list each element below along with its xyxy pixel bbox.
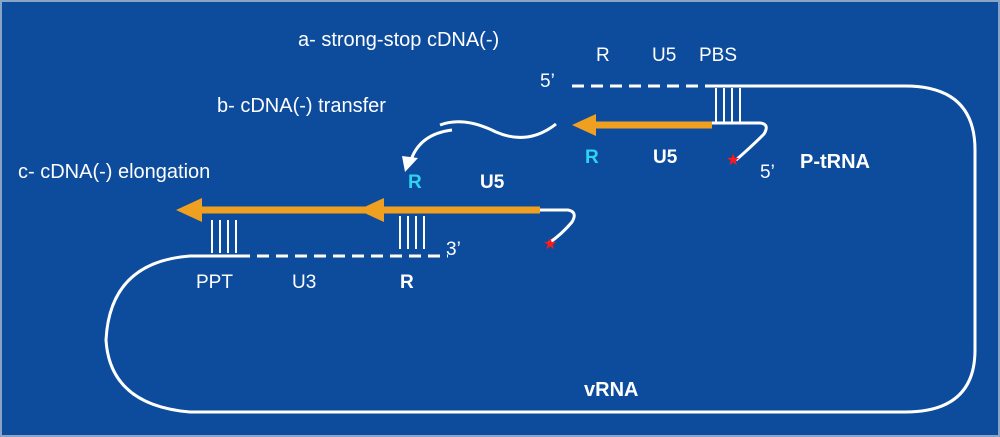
cdna-u5-label-middle: U5 xyxy=(480,172,505,193)
u3-label: U3 xyxy=(292,272,317,293)
ppt-label: PPT xyxy=(196,272,233,293)
step-a-label: a- strong-stop cDNA(-) xyxy=(298,29,500,51)
r-basepairs xyxy=(399,216,425,249)
transfer-strand xyxy=(439,120,557,139)
strong-stop-arrowhead-icon xyxy=(572,114,596,136)
transfer-curved-arrow xyxy=(409,128,453,161)
five-prime-top-label: 5’ xyxy=(540,71,555,92)
ppt-basepairs xyxy=(211,220,237,253)
trna-strand xyxy=(712,121,768,162)
vrna-strand xyxy=(104,84,977,414)
transfer-arrowhead-icon xyxy=(402,156,418,172)
trna-star-icon: ★ xyxy=(726,150,740,169)
ptrna-label: P-tRNA xyxy=(800,151,870,173)
vrna-label: vRNA xyxy=(584,379,639,401)
pbs-basepairs xyxy=(715,88,741,122)
elongation-arrowhead-icon xyxy=(176,198,202,222)
region-r-label: R xyxy=(596,45,610,66)
cdna-u5-label-top: U5 xyxy=(653,147,678,168)
five-prime-trna-label: 5’ xyxy=(760,162,775,183)
elongation-star-icon: ★ xyxy=(543,234,557,253)
three-prime-label: 3’ xyxy=(446,239,461,260)
elongation-midpoint-arrowhead-icon xyxy=(358,198,384,222)
cdna-r-label-middle: R xyxy=(408,172,422,193)
step-b-label: b- cDNA(-) transfer xyxy=(217,95,386,117)
region-u5-label: U5 xyxy=(652,45,677,66)
elongation-trna-strand xyxy=(540,208,576,245)
region-pbs-label: PBS xyxy=(699,45,738,66)
r-bottom-label: R xyxy=(400,272,414,293)
cdna-r-label-top: R xyxy=(585,147,599,168)
step-c-label: c- cDNA(-) elongation xyxy=(18,161,211,183)
